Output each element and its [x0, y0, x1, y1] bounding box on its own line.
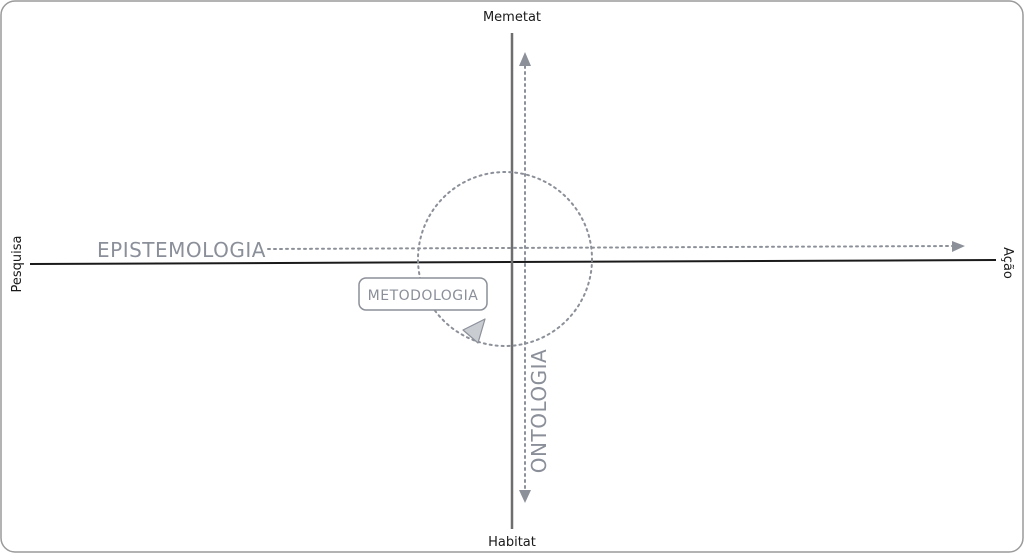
axis-title-left: Pesquisa: [10, 236, 25, 293]
methodology-cycle: [417, 171, 593, 347]
ontology-arrowhead-down: [519, 490, 531, 503]
methodology-label-box: [358, 277, 488, 311]
methodology-cycle-arrowhead: [462, 318, 486, 344]
ontology-arrowhead-up: [519, 52, 531, 66]
axis-title-bottom: Habitat: [488, 535, 536, 550]
ontology-label: ONTOLOGIA: [527, 349, 551, 473]
epistemology-label: EPISTEMOLOGIA: [97, 238, 266, 262]
axis-title-right: Ação: [1000, 247, 1015, 279]
axis-title-top: Memetat: [483, 10, 541, 25]
epistemology-arrowhead: [952, 241, 965, 252]
methodology-label: METODOLOGIA: [368, 288, 479, 304]
epistemology-arrow-line: [267, 245, 953, 250]
